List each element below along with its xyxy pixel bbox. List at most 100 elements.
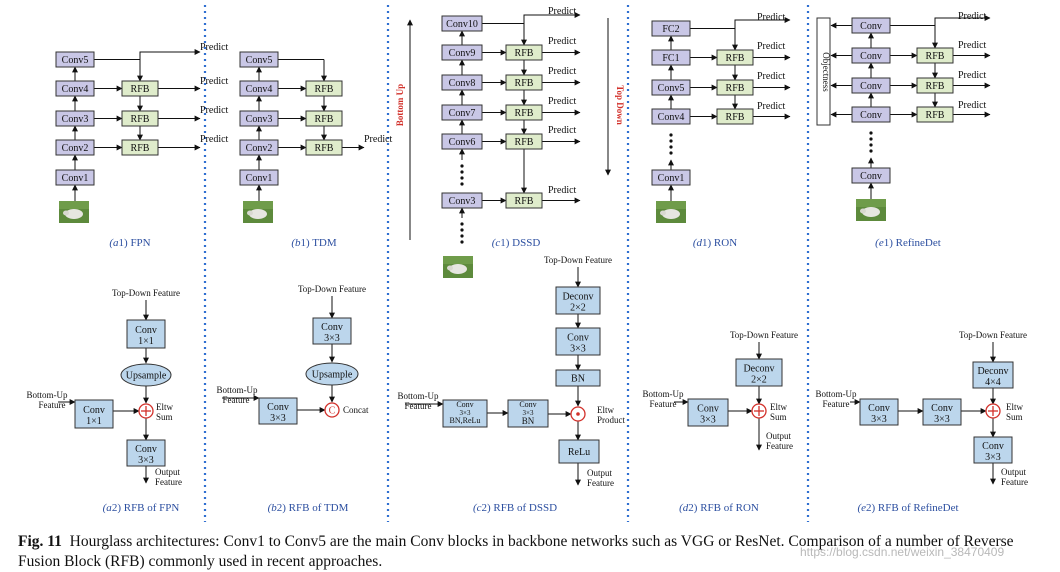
arrows xyxy=(58,12,996,486)
ellipsis-dot xyxy=(869,131,873,135)
conv-block xyxy=(258,397,298,425)
conv-block-kernel: 1×1 xyxy=(86,416,102,427)
conv-block-label: Conv xyxy=(267,402,289,413)
conv-block-label: Conv1 xyxy=(658,173,685,184)
conv-block-label: Conv6 xyxy=(449,137,476,148)
panel-caption: (b2) RFB of TDM xyxy=(268,502,349,514)
conv-block-label: Conv7 xyxy=(449,108,476,119)
conv-block xyxy=(441,133,483,150)
rfb-block-label: RFB xyxy=(515,137,534,148)
ellipsis-dot xyxy=(460,234,464,238)
conv-block xyxy=(441,104,483,121)
input-image-sky xyxy=(856,199,886,207)
ellipsis-dot xyxy=(869,149,873,153)
predict-label: Predict xyxy=(757,12,786,23)
rfb-block-label: RFB xyxy=(131,84,150,95)
input-image-sheep-head xyxy=(247,210,253,216)
relu-block xyxy=(558,439,600,464)
deconv-block-label: Deconv xyxy=(977,366,1008,377)
bottom-up-label: Bottom-Up xyxy=(815,389,857,399)
conv-label: Conv xyxy=(456,400,473,409)
predict-label: Predict xyxy=(958,40,987,51)
conv-block xyxy=(126,319,166,349)
panel-caption: (b1) TDM xyxy=(291,237,337,249)
conv-block-kernel: 3×3 xyxy=(324,333,340,344)
conv-block xyxy=(851,47,891,64)
rfb-block xyxy=(305,80,343,97)
panel-caption: (a1) FPN xyxy=(109,237,150,249)
predict-label: Predict xyxy=(958,70,987,81)
panel-dividers xyxy=(203,5,810,522)
conv-block xyxy=(851,77,891,94)
upsample-label: Upsample xyxy=(126,371,167,382)
top-down-feature-label: Top-Down Feature xyxy=(298,284,366,294)
predict-arrow xyxy=(734,17,791,29)
conv-block-label: Conv1 xyxy=(62,173,89,184)
rfb-block-label: RFB xyxy=(315,143,334,154)
conv-block-kernel: 3×3 xyxy=(570,344,586,355)
panel-caption: (a2) RFB of FPN xyxy=(103,502,180,514)
conv-block xyxy=(239,110,279,127)
conv-block-label: Conv xyxy=(135,444,157,455)
figure-caption: Fig. 11 Hourglass architectures: Conv1 t… xyxy=(18,532,1053,572)
top-down-feature-label: Top-Down Feature xyxy=(730,330,798,340)
input-image-sheep-head xyxy=(447,265,453,271)
bnrelu-label: BN,ReLu xyxy=(450,416,481,425)
feature-label: Feature xyxy=(39,400,66,410)
conv-block xyxy=(441,74,483,91)
concat-c: C xyxy=(329,406,336,417)
input-image-sheep xyxy=(662,209,680,219)
kernel-label: 3×3 xyxy=(523,409,534,417)
rfb-block-label: RFB xyxy=(515,196,534,207)
bn-block xyxy=(555,369,601,387)
caption-fig-number: Fig. 11 xyxy=(18,533,62,550)
predict-label: Predict xyxy=(200,42,229,53)
conv-block xyxy=(55,51,95,68)
fc-block-label: FC2 xyxy=(662,24,679,35)
conv-block xyxy=(441,192,483,209)
rfb-block xyxy=(305,110,343,127)
upsample-block xyxy=(305,362,359,386)
upsample-block xyxy=(120,363,172,387)
rfb-block-label: RFB xyxy=(131,114,150,125)
conv-block xyxy=(687,398,729,427)
top-down-feature-label: Top-Down Feature xyxy=(959,330,1027,340)
predict-label: Predict xyxy=(548,66,577,77)
objectness-box xyxy=(816,17,831,126)
conv-block-label: Conv3 xyxy=(449,196,476,207)
deconv-block-kernel: 2×2 xyxy=(570,303,586,314)
conv-block-kernel: 3×3 xyxy=(934,414,950,425)
feature-label: Feature xyxy=(223,395,250,405)
rfb-block xyxy=(505,133,543,150)
predict-label: Predict xyxy=(958,11,987,22)
predict-label: Predict xyxy=(200,76,229,87)
panel-caption: (e1) RefineDet xyxy=(875,237,941,249)
rfb-block xyxy=(121,139,159,156)
predict-arrow xyxy=(523,12,581,24)
conv-block-label: Conv2 xyxy=(246,143,273,154)
conv-block xyxy=(55,139,95,156)
feature-label: Feature xyxy=(823,399,850,409)
rfb-block-label: RFB xyxy=(926,110,945,121)
bottom-up-label: Bottom-Up xyxy=(642,389,684,399)
predict-label: Predict xyxy=(548,36,577,47)
top-down-feature-label: Top-Down Feature xyxy=(112,288,180,298)
conv-block-label: Conv xyxy=(860,110,882,121)
conv-block-kernel: 3×3 xyxy=(270,413,286,424)
predict-label: Predict xyxy=(757,71,786,82)
input-image-sheep xyxy=(449,264,467,274)
op-label: Eltw xyxy=(597,405,614,415)
ellipsis-dot xyxy=(460,240,464,244)
deconv-block-kernel: 2×2 xyxy=(751,375,767,386)
predict-label: Predict xyxy=(548,96,577,107)
input-image-sheep-head xyxy=(63,210,69,216)
input-image-sheep xyxy=(249,209,267,219)
predict-label: Predict xyxy=(958,100,987,111)
op-label: Sum xyxy=(770,412,787,422)
ellipsis-dot xyxy=(460,170,464,174)
conv-block-label: Conv xyxy=(83,405,105,416)
op-label: Feature xyxy=(766,441,793,451)
op-label: Sum xyxy=(156,412,173,422)
bottom-up-label: Bottom-Up xyxy=(397,391,439,401)
